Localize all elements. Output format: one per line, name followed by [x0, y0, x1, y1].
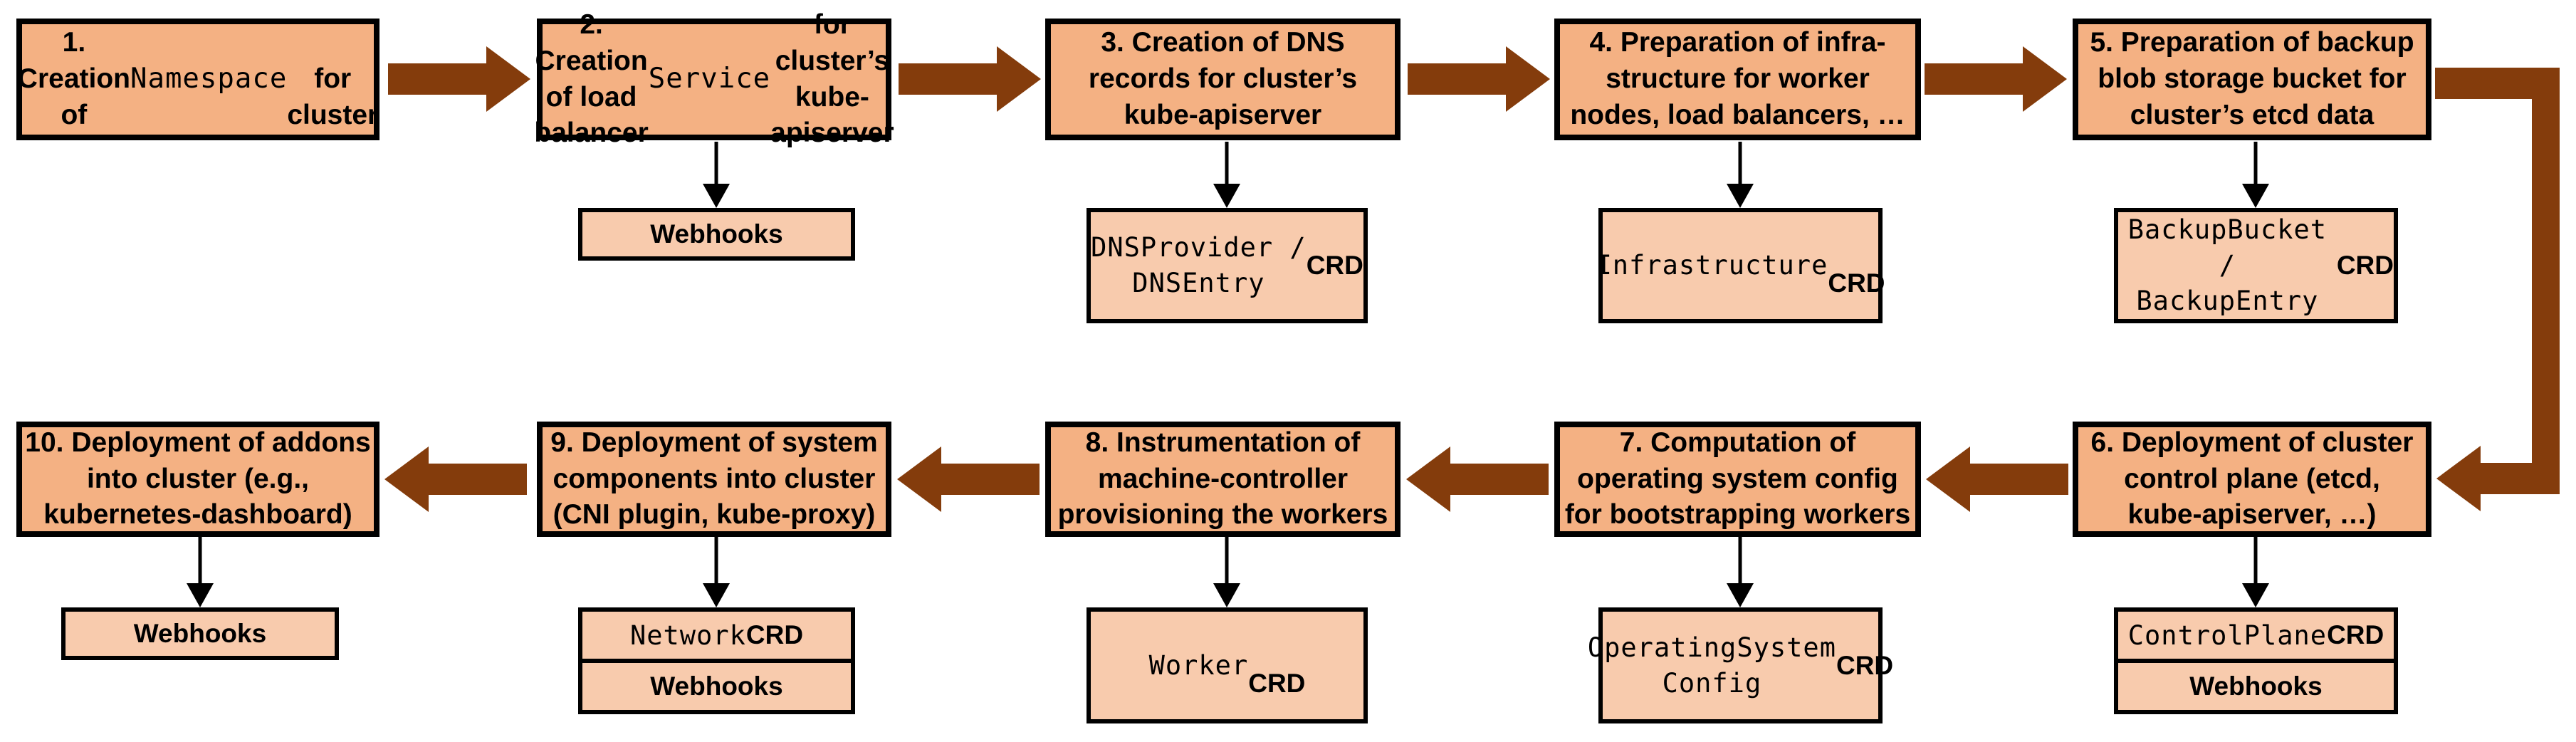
connector-step5-crd-icon [2241, 142, 2270, 208]
connector-step9-crd-icon [702, 537, 731, 607]
step-6-artifacts-stack: ControlPlane CRD Webhooks [2114, 607, 2398, 714]
step-9-webhooks-box: Webhooks [582, 659, 851, 710]
step-1-box: 1. Creation of Namespace for cluster [16, 19, 379, 140]
step-10-webhooks-box: Webhooks [61, 607, 339, 660]
step-8-box: 8. Instrumentation of machine-controller… [1045, 422, 1400, 537]
step-10-box: 10. Deployment of addons into cluster (e… [16, 422, 379, 537]
arrow-step7-to-step8-icon [1406, 446, 1549, 512]
step-3-crd-box: DNSProvider / DNSEntry CRD [1087, 208, 1368, 323]
arrow-step4-to-step5-icon [1925, 46, 2067, 112]
step-6-box: 6. Deployment of cluster control plane (… [2073, 422, 2431, 537]
step-5-box: 5. Preparation of backup blob storage bu… [2073, 19, 2431, 140]
step-9-box: 9. Deployment of system components into … [537, 422, 891, 537]
connector-step10-webhooks-icon [186, 537, 214, 607]
arrow-step2-to-step3-icon [899, 46, 1041, 112]
connector-step8-crd-icon [1213, 537, 1241, 607]
connector-step6-crd-icon [2241, 537, 2270, 607]
step-9-artifacts-stack: Network CRD Webhooks [578, 607, 855, 714]
step-2-box: 2. Creation of load balancer Service for… [534, 9, 894, 149]
step-6-webhooks-box: Webhooks [2118, 659, 2394, 710]
connector-step7-crd-icon [1726, 537, 1754, 607]
step-9-crd-box: Network CRD [629, 620, 804, 651]
connector-step4-crd-icon [1726, 142, 1754, 208]
step-4-box: 4. Preparation of infra- structure for w… [1554, 19, 1921, 140]
arrow-step6-to-step7-icon [1926, 446, 2068, 512]
arrow-step8-to-step9-icon [897, 446, 1040, 512]
step-8-crd-box: Worker CRD [1087, 607, 1368, 723]
step-6-crd-box: ControlPlane CRD [2127, 620, 2384, 651]
arrow-step1-to-step2-icon [388, 46, 530, 112]
step-5-crd-box: BackupBucket / BackupEntry CRD [2114, 208, 2398, 323]
step-7-crd-box: OperatingSystem Config CRD [1588, 607, 1893, 723]
connector-step2-webhooks-icon [702, 142, 731, 208]
step-2-webhooks-box: Webhooks [578, 208, 855, 261]
connector-step3-crd-icon [1213, 142, 1241, 208]
arrow-step3-to-step4-icon [1408, 46, 1550, 112]
step-4-crd-box: Infrastructure CRD [1596, 208, 1885, 323]
step-3-box: 3. Creation of DNS records for cluster’s… [1045, 19, 1400, 140]
arrow-step9-to-step10-icon [384, 446, 527, 512]
step-7-box: 7. Computation of operating system confi… [1554, 422, 1921, 537]
